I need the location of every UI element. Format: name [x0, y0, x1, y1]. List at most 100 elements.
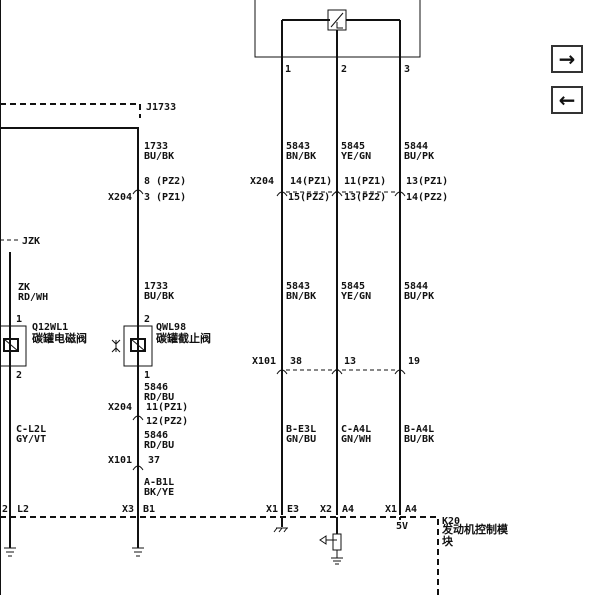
x101-terminal-37: [132, 465, 144, 471]
x204-pin-12: 12(PZ2): [146, 416, 188, 427]
forward-arrow-button[interactable]: →: [551, 45, 583, 73]
x101-label-sensor: X101: [252, 356, 276, 367]
circuit-5844: 5844: [404, 141, 428, 152]
color-5845-b: YE/GN: [341, 291, 371, 302]
jzk-label: JZK: [22, 236, 40, 247]
circuit-c-l2l: C-L2L: [16, 424, 46, 435]
circuit-5846-b: 5846: [144, 430, 168, 441]
ecm-module-boundary: [0, 516, 439, 595]
ecm-x1-label-e3: X1: [266, 504, 278, 515]
x204-label-5846: X204: [108, 402, 132, 413]
ecm-name-1: 发动机控制模: [441, 522, 509, 536]
x204-pin-11-pz1: 11(PZ1): [344, 176, 386, 187]
color-5846-b: RD/BU: [144, 440, 174, 451]
circuit-b-e3l: B-E3L: [286, 424, 316, 435]
circuit-5845-b: 5845: [341, 281, 365, 292]
x204-pin-3: 3 (PZ1): [144, 192, 186, 203]
ecm-id: K20: [442, 516, 460, 527]
ecm-x2-label: X2: [320, 504, 332, 515]
x204-label-sensor: X204: [250, 176, 274, 187]
color-c-a4l: GN/WH: [341, 434, 371, 445]
circuit-1733-b: 1733: [144, 281, 168, 292]
x101-label-37: X101: [108, 455, 132, 466]
ecm-b1-pin: B1: [143, 504, 155, 515]
color-5843: BN/BK: [286, 151, 316, 162]
x101-pin-37: 37: [148, 455, 160, 466]
color-b-e3l: GN/BU: [286, 434, 316, 445]
ecm-l2-pin: L2: [17, 504, 29, 515]
x204-pin-15-pz2: 15(PZ2): [288, 192, 330, 203]
color-a-b1l: BK/YE: [144, 487, 174, 498]
x204-label-1733: X204: [108, 192, 132, 203]
circuit-5843: 5843: [286, 141, 310, 152]
color-5845: YE/GN: [341, 151, 371, 162]
qwl98-pin-1: 1: [144, 370, 150, 381]
q12wl1-name: 碳罐电磁阀: [32, 331, 87, 345]
color-zk: RD/WH: [18, 292, 48, 303]
qwl98-name: 碳罐截止阀: [156, 331, 211, 345]
x204-pin-14-pz1: 14(PZ1): [290, 176, 332, 187]
circuit-5843-b: 5843: [286, 281, 310, 292]
color-5843-b: BN/BK: [286, 291, 316, 302]
q12wl1-id: Q12WL1: [32, 322, 68, 333]
q12wl1-valve-symbol[interactable]: [0, 325, 27, 367]
color-5846-a: RD/BU: [144, 392, 174, 403]
color-1733-a: BU/BK: [144, 151, 174, 162]
x204-pin-14-pz2: 14(PZ2): [406, 192, 448, 203]
ecm-a4-pin-x2: A4: [342, 504, 354, 515]
x101-pin-13: 13: [344, 356, 356, 367]
x204-terminal-5843: [276, 191, 288, 197]
ground-symbol-zk: [4, 547, 16, 557]
ecm-a4-pin-x1: A4: [405, 504, 417, 515]
x101-terminal-5843: [276, 369, 288, 375]
x101-pin-19: 19: [408, 356, 420, 367]
color-5844: BU/PK: [404, 151, 434, 162]
circuit-c-a4l: C-A4L: [341, 424, 371, 435]
q12wl1-pin-1: 1: [16, 314, 22, 325]
color-1733-b: BU/BK: [144, 291, 174, 302]
x204-pin-13-pz1: 13(PZ1): [406, 176, 448, 187]
arrow-right-icon: →: [558, 47, 576, 71]
j1733-label: J1733: [146, 102, 176, 113]
q12wl1-pin-2: 2: [16, 370, 22, 381]
sensor-pin-1: 1: [285, 64, 291, 75]
circuit-b-a4l: B-A4L: [404, 424, 434, 435]
ecm-x1-label-a4: X1: [385, 504, 397, 515]
circuit-zk: ZK: [18, 282, 30, 293]
color-b-a4l: BU/BK: [404, 434, 434, 445]
qwl98-valve-symbol[interactable]: [111, 325, 153, 367]
qwl98-pin-2: 2: [144, 314, 150, 325]
ecm-l2-prefix: 2: [2, 504, 8, 515]
color-5844-b: BU/PK: [404, 291, 434, 302]
x101-terminal-5845: [331, 369, 343, 375]
ground-symbol-1733: [132, 547, 144, 557]
ecm-5v-label: 5V: [396, 521, 408, 532]
circuit-5844-b: 5844: [404, 281, 428, 292]
ecm-e3-pin: E3: [287, 504, 299, 515]
back-arrow-button[interactable]: ←: [551, 86, 583, 114]
arrow-left-icon: ←: [558, 88, 576, 112]
qwl98-id: QWL98: [156, 322, 186, 333]
circuit-5845: 5845: [341, 141, 365, 152]
color-c-l2l: GY/VT: [16, 434, 46, 445]
x204-terminal-5846: [132, 415, 144, 421]
x204-pin-11: 11(PZ1): [146, 402, 188, 413]
j1733-harness: [0, 103, 141, 118]
x204-pin-13-pz2: 13(PZ2): [344, 192, 386, 203]
sensor-pin-2: 2: [341, 64, 347, 75]
circuit-1733-a: 1733: [144, 141, 168, 152]
x101-pin-38: 38: [290, 356, 302, 367]
x204-pin-8: 8 (PZ2): [144, 176, 186, 187]
x204-terminal-1733: [132, 189, 144, 195]
circuit-5846-a: 5846: [144, 382, 168, 393]
ecm-name-2: 块: [442, 534, 454, 548]
wire-1733[interactable]: [0, 127, 139, 548]
x101-terminal-5844: [394, 369, 406, 375]
pullup-resistor-a4: [319, 517, 343, 565]
x204-terminal-5844: [394, 191, 406, 197]
circuit-a-b1l: A-B1L: [144, 477, 174, 488]
ground-symbol-e3: [273, 517, 288, 533]
ecm-x3-label: X3: [122, 504, 134, 515]
